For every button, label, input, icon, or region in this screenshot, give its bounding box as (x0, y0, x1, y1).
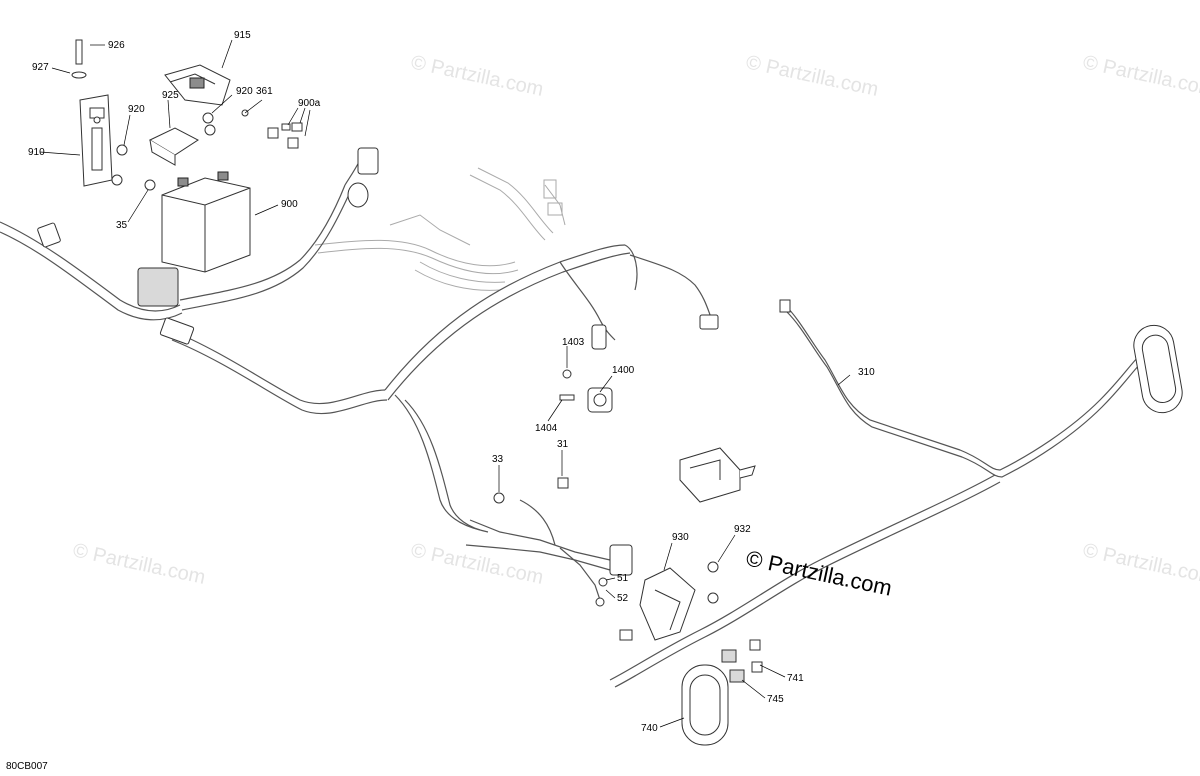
callout-925: 925 (162, 90, 179, 101)
callout-920: 920 (128, 104, 145, 115)
nut-920 (116, 144, 128, 156)
bolt (749, 639, 761, 651)
watermark: © Partzilla.com (409, 51, 545, 101)
bolt-1404 (559, 394, 575, 401)
watermarks: © Partzilla.com © Partzilla.com © Partzi… (71, 51, 1200, 589)
ghost-harness (314, 167, 566, 291)
battery-terminal (217, 171, 229, 181)
callout-52: 52 (617, 593, 629, 604)
watermark: © Partzilla.com (1081, 539, 1200, 589)
nut-900a (267, 127, 279, 139)
diagram-id: 80CB007 (6, 761, 48, 772)
callout-31: 31 (557, 439, 569, 450)
harness-connector (159, 317, 195, 345)
battery (161, 171, 251, 273)
callout-930: 930 (672, 532, 689, 543)
harness-connector (699, 314, 719, 330)
harness-connector (619, 629, 633, 641)
callout-926: 926 (108, 40, 125, 51)
nut-35 (144, 179, 156, 191)
watermark: © Partzilla.com (71, 539, 207, 589)
callout-310: 310 (858, 367, 875, 378)
callout-745: 745 (767, 694, 784, 705)
callout-361: 361 (256, 86, 273, 97)
callout-35: 35 (116, 220, 128, 231)
washer-51 (598, 577, 608, 587)
harness-connector (779, 299, 791, 313)
harness-grommet (347, 182, 369, 208)
tail-light-right (1133, 324, 1183, 414)
callout-920: 920 (236, 86, 253, 97)
watermark: © Partzilla.com (409, 539, 545, 589)
nut (707, 592, 719, 604)
battery-bracket (148, 64, 231, 166)
module-930 (639, 567, 696, 641)
leader-lines (39, 39, 851, 728)
callout-1404: 1404 (535, 423, 558, 434)
nut-33 (493, 492, 505, 504)
light-connector (721, 649, 737, 663)
battery-terminal (177, 177, 189, 187)
callout-51: 51 (617, 573, 629, 584)
screw-926 (75, 39, 83, 65)
nut-920 (202, 112, 214, 124)
fuse-block-connector (137, 267, 179, 307)
fasteners (71, 39, 719, 604)
nut-900a (287, 137, 299, 149)
callout-900a: 900a (298, 98, 321, 109)
washer-927 (71, 71, 87, 79)
watermark: © Partzilla.com (1081, 51, 1200, 101)
callout-900: 900 (281, 199, 298, 210)
nut-1403 (562, 369, 572, 379)
callout-915: 915 (234, 30, 251, 41)
nut (111, 174, 123, 186)
bolt-31 (557, 477, 569, 489)
callout-33: 33 (492, 454, 504, 465)
nut (204, 124, 216, 136)
harness-connector (609, 544, 633, 576)
bolt-900a (281, 123, 291, 131)
copyright-text: © Partzilla.com (744, 545, 894, 600)
main-wiring-harness (0, 147, 719, 607)
nut-932 (707, 561, 719, 573)
callout-932: 932 (734, 524, 751, 535)
callout-1400: 1400 (612, 365, 635, 376)
harness-connector (357, 147, 379, 175)
callout-740: 740 (641, 723, 658, 734)
callout-910: 910 (28, 147, 45, 158)
light-connector (729, 669, 745, 683)
harness-connector (37, 222, 61, 248)
bolt (751, 661, 763, 673)
relay-bracket (679, 447, 756, 503)
bolt-900a (291, 122, 303, 132)
battery-holder (79, 94, 113, 187)
callout-1403: 1403 (562, 337, 585, 348)
sensor-1400 (587, 324, 613, 413)
callout-741: 741 (787, 673, 804, 684)
rear-wiring-harness (609, 299, 1143, 688)
callout-927: 927 (32, 62, 49, 73)
ring-terminal (595, 597, 605, 607)
watermark: © Partzilla.com (744, 51, 880, 101)
callout-labels: 926 927 915 920 925 920 361 900a 910 35 … (28, 30, 875, 734)
tail-light-740 (681, 639, 763, 746)
